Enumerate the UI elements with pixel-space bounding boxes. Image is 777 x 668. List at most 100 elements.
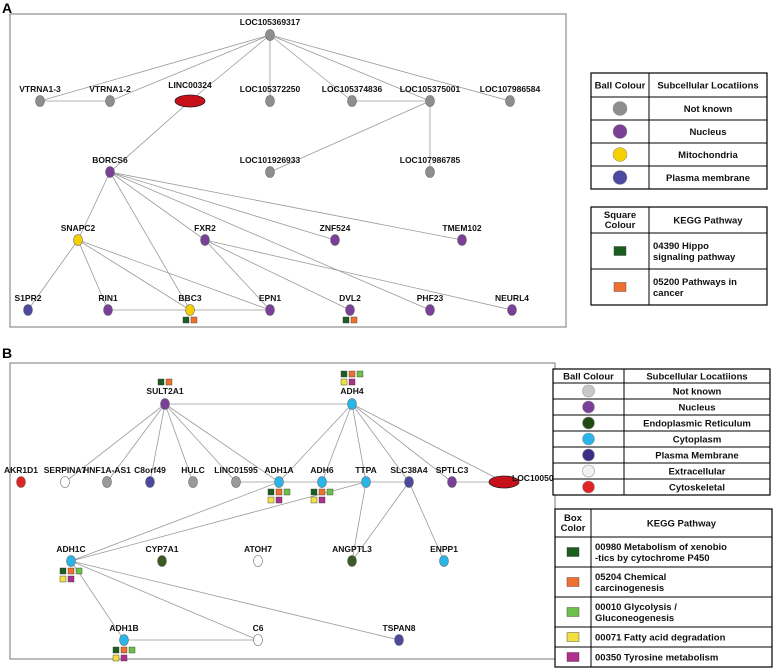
node-znf524: ZNF524 bbox=[320, 223, 351, 246]
node-label: NEURL4 bbox=[495, 293, 529, 303]
legend-label: signaling pathway bbox=[653, 252, 736, 263]
node-enpp1: ENPP1 bbox=[430, 544, 458, 567]
node-label: ENPP1 bbox=[430, 544, 458, 554]
legend-label: 05200 Pathways in bbox=[653, 277, 737, 288]
edge-slc38a4-enpp1 bbox=[408, 481, 445, 562]
node-linc00324: LINC00324 bbox=[168, 80, 212, 108]
node-atoh7: ATOH7 bbox=[244, 544, 272, 567]
node-label: ADH1B bbox=[109, 623, 138, 633]
legend-swatch-ball bbox=[612, 147, 628, 162]
kegg-square bbox=[326, 488, 334, 496]
node-ball bbox=[23, 304, 33, 316]
legend-header-key: Ball Colour bbox=[595, 81, 646, 92]
legend-swatch-ball bbox=[582, 464, 595, 478]
legend-label: Nucleus bbox=[690, 127, 727, 138]
node-ball bbox=[345, 304, 355, 316]
legend-swatch-ball bbox=[582, 400, 595, 414]
node-ball bbox=[505, 95, 515, 107]
legend-swatch-square bbox=[566, 632, 580, 642]
kegg-square bbox=[59, 567, 67, 575]
legend-label: Mitochondria bbox=[678, 150, 738, 161]
kegg-square bbox=[267, 496, 275, 504]
legend-header-key-line2: Colour bbox=[605, 220, 636, 231]
node-ball bbox=[185, 304, 195, 316]
node-adh1b: ADH1B bbox=[109, 623, 139, 662]
node-label: HULC bbox=[181, 465, 205, 475]
node-borcs6: BORCS6 bbox=[92, 155, 128, 178]
legend-swatch-ball bbox=[612, 124, 628, 139]
kegg-square bbox=[283, 488, 291, 496]
node-loc105372250: LOC105372250 bbox=[240, 84, 301, 107]
node-loc100507053: LOC100507053 bbox=[488, 473, 573, 489]
node-serpina7: SERPINA7 bbox=[44, 465, 87, 488]
node-ball bbox=[404, 476, 414, 488]
edge-borcs6-tmem102 bbox=[109, 171, 463, 241]
edge-adh4-slc38a4 bbox=[351, 403, 410, 483]
legend-header-value: KEGG Pathway bbox=[673, 216, 743, 227]
kegg-square bbox=[120, 646, 128, 654]
edge-loc105375001-loc101926933 bbox=[269, 100, 431, 173]
edge-adh1a-adh1c bbox=[70, 481, 280, 562]
edge-fxr2-epn1 bbox=[204, 239, 271, 311]
node-hulc: HULC bbox=[181, 465, 205, 488]
legend-label: Endoplasmic Reticulum bbox=[643, 419, 751, 430]
legend-swatch-square bbox=[613, 246, 627, 256]
legend-label: Cytoplasm bbox=[673, 435, 722, 446]
node-label: FXR2 bbox=[194, 223, 216, 233]
node-ball bbox=[347, 95, 357, 107]
edge-sult2a1-hnf1a-as1 bbox=[106, 403, 166, 483]
node-neurl4: NEURL4 bbox=[495, 293, 529, 316]
node-label: SNAPC2 bbox=[61, 223, 96, 233]
kegg-square bbox=[190, 316, 198, 324]
legend-swatch-ball bbox=[612, 101, 628, 116]
edge-snapc2-epn1 bbox=[77, 239, 271, 311]
node-ball bbox=[200, 234, 210, 246]
node-ball bbox=[330, 234, 340, 246]
legend-header-value: KEGG Pathway bbox=[647, 519, 717, 530]
edge-fxr2-dvl2 bbox=[204, 239, 351, 311]
kegg-square bbox=[310, 496, 318, 504]
node-c8orf49: C8orf49 bbox=[134, 465, 166, 488]
legend-swatch-square bbox=[566, 652, 580, 662]
node-label: LOC107986785 bbox=[400, 155, 461, 165]
node-label: RIN1 bbox=[98, 293, 118, 303]
node-ball bbox=[231, 476, 241, 488]
node-ball bbox=[425, 304, 435, 316]
kegg-square bbox=[267, 488, 275, 496]
node-ball bbox=[265, 304, 275, 316]
legend-label: Gluconeogenesis bbox=[595, 613, 674, 624]
legend-label: Not known bbox=[673, 387, 722, 398]
edge-slc38a4-angptl3 bbox=[351, 481, 410, 562]
node-ball bbox=[66, 555, 76, 567]
edge-borcs6-phf23 bbox=[109, 171, 431, 311]
node-ttpa: TTPA bbox=[355, 465, 377, 488]
legend-swatch-square bbox=[566, 607, 580, 617]
legend-label: Plasma Membrane bbox=[655, 451, 738, 462]
legend-swatch-ball bbox=[582, 480, 595, 494]
kegg-square bbox=[356, 370, 364, 378]
kegg-square bbox=[112, 646, 120, 654]
legend-label: 04390 Hippo bbox=[653, 241, 709, 252]
node-epn1: EPN1 bbox=[259, 293, 281, 316]
node-label: C6 bbox=[253, 623, 264, 633]
node-vtrna1-2: VTRNA1-2 bbox=[89, 84, 131, 107]
node-loc105375001: LOC105375001 bbox=[400, 84, 461, 107]
node-label: TMEM102 bbox=[442, 223, 481, 233]
node-label: LOC105369317 bbox=[240, 17, 301, 27]
kegg-square bbox=[59, 575, 67, 583]
node-ball bbox=[274, 476, 284, 488]
edge-borcs6-bbc3 bbox=[109, 171, 191, 311]
node-ball bbox=[145, 476, 155, 488]
legend-label: 00071 Fatty acid degradation bbox=[595, 633, 726, 644]
node-snapc2: SNAPC2 bbox=[61, 223, 96, 246]
node-ball bbox=[105, 95, 115, 107]
edge-sult2a1-adh1a bbox=[164, 403, 280, 483]
node-ball bbox=[160, 398, 170, 410]
node-sptlc3: SPTLC3 bbox=[436, 465, 469, 488]
kegg-square bbox=[67, 567, 75, 575]
